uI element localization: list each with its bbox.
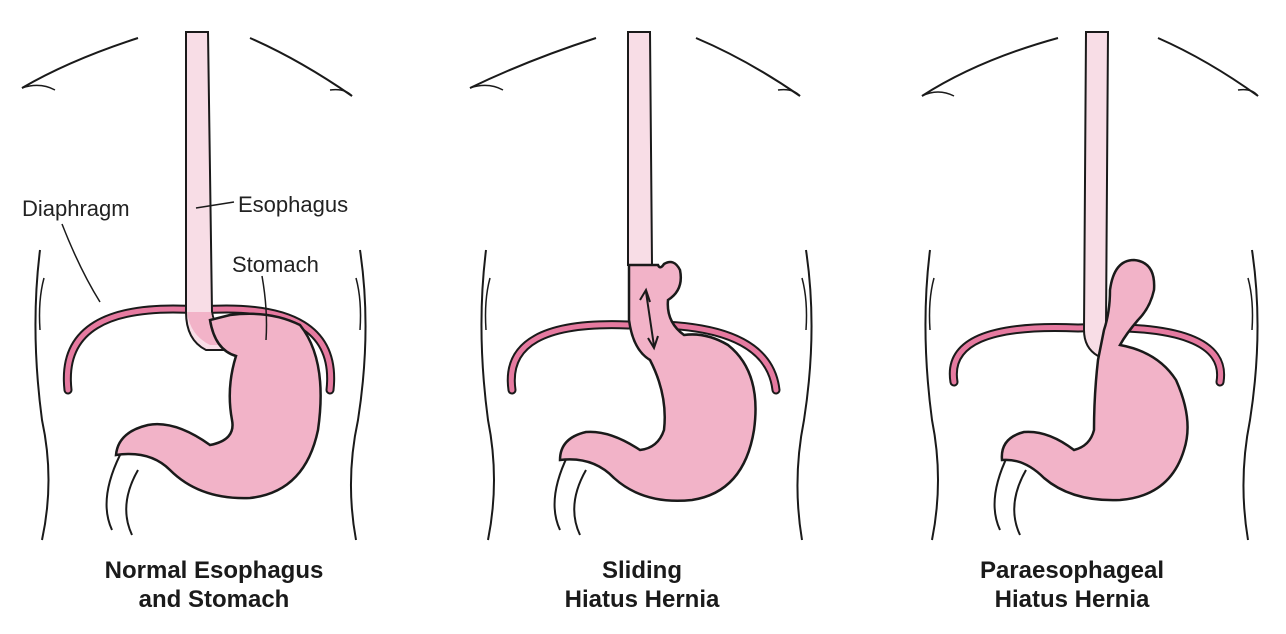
paraesophageal-hernia-illustration <box>921 31 1259 541</box>
normal-anatomy-illustration <box>21 31 367 541</box>
panel-normal: Diaphragm Esophagus Stomach Normal Esoph… <box>0 0 428 634</box>
caption-sliding: Sliding Hiatus Hernia <box>428 556 856 614</box>
caption-sliding-line2: Hiatus Hernia <box>564 586 720 613</box>
caption-paraesophageal-line1: Paraesophageal <box>979 557 1165 584</box>
caption-paraesophageal: Paraesophageal Hiatus Hernia <box>858 556 1286 614</box>
caption-normal-line1: Normal Esophagus <box>104 557 324 584</box>
sliding-hernia-illustration <box>469 31 813 541</box>
caption-normal: Normal Esophagus and Stomach <box>0 556 428 614</box>
caption-normal-line2: and Stomach <box>138 586 290 613</box>
diaphragm-label: Diaphragm <box>22 196 130 221</box>
panel-sliding: Sliding Hiatus Hernia <box>428 0 856 634</box>
esophagus-label: Esophagus <box>238 192 349 217</box>
caption-paraesophageal-line2: Hiatus Hernia <box>994 586 1150 613</box>
panel-paraesophageal: Paraesophageal Hiatus Hernia <box>858 0 1286 634</box>
caption-sliding-line1: Sliding <box>602 557 682 584</box>
stomach-label: Stomach <box>232 252 319 277</box>
